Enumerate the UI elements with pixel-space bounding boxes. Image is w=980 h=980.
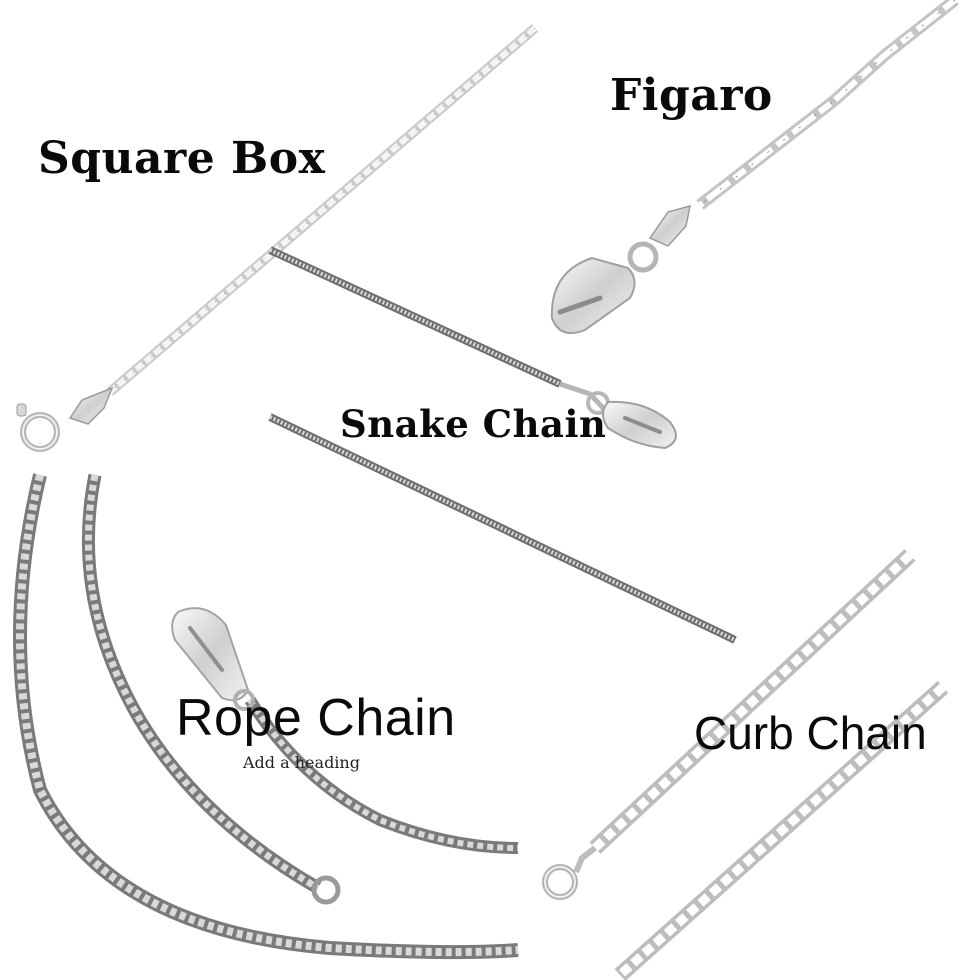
square-box-label: Square Box bbox=[38, 133, 326, 184]
curb-chain-label: Curb Chain bbox=[694, 707, 927, 759]
snake-chain-image bbox=[268, 246, 737, 644]
curb-chain-image bbox=[542, 549, 949, 980]
rope-chain-image bbox=[13, 473, 519, 960]
figaro-label: Figaro bbox=[610, 70, 773, 121]
rope-chain-label: Rope Chain bbox=[176, 689, 456, 747]
square-box-chain-image bbox=[16, 24, 539, 452]
figaro-chain-image bbox=[550, 0, 959, 334]
snake-chain-label: Snake Chain bbox=[340, 402, 607, 446]
rope-chain-subheading: Add a heading bbox=[243, 753, 360, 772]
